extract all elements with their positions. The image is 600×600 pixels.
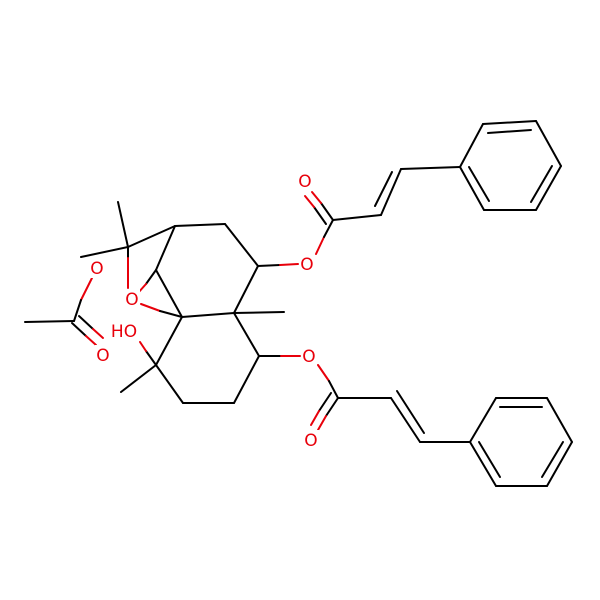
bond [181,312,235,318]
bond [80,246,129,258]
bond [24,320,75,323]
bond [328,380,339,399]
bond [78,315,94,330]
bond [257,264,281,267]
bond [317,415,327,431]
bond [541,441,564,478]
lower-cinnamate-ester [258,355,573,487]
bond [304,195,315,208]
bond [313,206,327,225]
bond [155,364,184,404]
upper-carbonyl-oxygen-label: O [298,172,311,192]
bond [315,236,325,255]
hydroxyl-label: HO [111,322,137,342]
bond [325,397,339,417]
bond [332,214,382,221]
bond [92,328,104,339]
bond [390,397,421,443]
ether-oxygen-label: O [125,290,138,310]
bond [546,441,573,487]
bond [224,223,259,267]
bond [117,201,129,248]
bond [374,171,393,207]
bond [380,168,402,216]
bond [318,392,332,412]
bond [145,350,157,366]
bond [546,397,573,443]
bond [530,165,553,203]
bond [159,310,183,318]
bond [310,410,320,426]
bond [233,265,259,314]
bond [233,355,260,404]
upper-ester-oxygen-label: O [300,255,313,275]
bond [155,225,176,271]
bond [279,263,299,266]
bond [233,312,260,357]
bond [127,225,176,248]
bond [535,165,562,211]
bond [145,269,157,285]
bond [155,316,183,366]
bond [320,202,334,221]
upper-cinnamate-ester [257,120,562,267]
bond [478,441,501,478]
bond [140,303,161,312]
core-skeleton [80,201,285,404]
bond [535,120,562,167]
bond [155,269,183,318]
bond [459,166,485,211]
bond [317,364,330,382]
bond [85,335,97,346]
bond [139,341,147,352]
lower-ester-oxygen-label: O [302,347,315,367]
acetate-oxygen-label: O [90,259,103,279]
bond [396,390,425,434]
bond [80,277,93,301]
atom-labels: O O O HO O O O O [89,171,319,451]
bond [311,191,322,204]
bond [482,120,537,125]
bond [400,166,461,170]
bond [73,299,82,322]
bond [459,123,484,168]
heteroatom-bonds-left [24,246,183,366]
bond [323,219,334,238]
bond [71,322,87,337]
bond [469,397,497,443]
acetate-carbonyl-oxygen-label: O [96,346,109,366]
bond [469,441,497,487]
bond [174,223,226,227]
bond [468,166,490,202]
bond [233,311,285,314]
bond [120,364,157,393]
lower-carbonyl-oxygen-label: O [304,431,317,451]
bond [487,129,532,134]
